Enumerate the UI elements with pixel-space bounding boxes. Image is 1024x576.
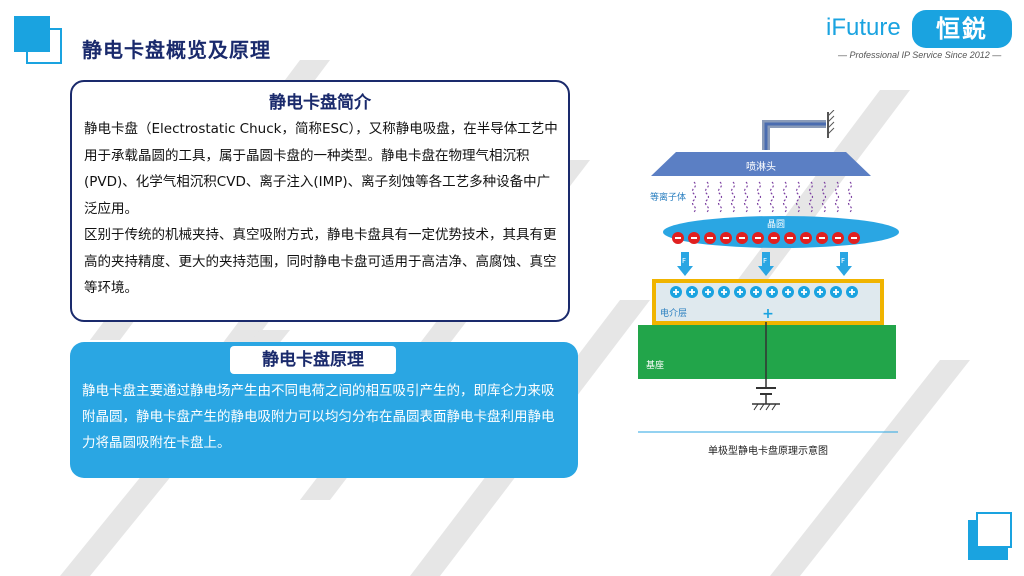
negative-charge bbox=[848, 232, 860, 244]
force-arrow bbox=[836, 252, 852, 276]
gas-inlet-pipe-inner bbox=[764, 122, 826, 150]
force-label: F bbox=[682, 257, 686, 265]
negative-charge bbox=[688, 232, 700, 244]
negative-charge bbox=[816, 232, 828, 244]
positive-charge bbox=[814, 286, 826, 298]
positive-charge bbox=[750, 286, 762, 298]
corner-decoration-outline bbox=[26, 28, 62, 64]
base-label: 基座 bbox=[646, 359, 664, 371]
plasma-line bbox=[795, 181, 801, 213]
force-arrows bbox=[677, 252, 852, 276]
principle-panel: 静电卡盘原理 静电卡盘主要通过静电场产生由不同电荷之间的相互吸引产生的，即库仑力… bbox=[70, 342, 578, 478]
plasma-line bbox=[769, 181, 775, 213]
principle-text: 静电卡盘主要通过静电场产生由不同电荷之间的相互吸引产生的，即库仑力来吸附晶圆，静… bbox=[82, 383, 555, 451]
positive-charge bbox=[734, 286, 746, 298]
negative-charge bbox=[768, 232, 780, 244]
force-arrow bbox=[677, 252, 693, 276]
plasma-line bbox=[691, 181, 697, 213]
intro-title: 静电卡盘简介 bbox=[269, 93, 371, 113]
logo-brand-cn: 恒鋭 bbox=[912, 10, 1012, 48]
company-logo: iFuture 恒鋭 — Professional IP Service Sin… bbox=[826, 10, 1016, 66]
diagram-caption: 单极型静电卡盘原理示意图 bbox=[708, 444, 828, 457]
negative-charge bbox=[800, 232, 812, 244]
wall-hatch bbox=[827, 110, 835, 135]
positive-charge bbox=[846, 286, 858, 298]
principle-title: 静电卡盘原理 bbox=[230, 346, 396, 374]
page-title: 静电卡盘概览及原理 bbox=[82, 38, 271, 62]
force-arrow bbox=[758, 252, 774, 276]
esc-diagram: 喷淋头 等离子体 晶圆 F F F 电介层 + 基座 单极型静电卡盘原理示意图 bbox=[638, 110, 899, 457]
negative-charge bbox=[672, 232, 684, 244]
plasma-line bbox=[730, 181, 736, 213]
showerhead bbox=[651, 152, 871, 176]
plasma-line bbox=[834, 181, 840, 213]
plasma-lines bbox=[691, 181, 853, 213]
force-label: F bbox=[763, 257, 767, 265]
corner-decoration-outline bbox=[976, 512, 1012, 548]
negative-charge bbox=[704, 232, 716, 244]
plasma-label: 等离子体 bbox=[650, 191, 686, 203]
negative-charge bbox=[784, 232, 796, 244]
intro-text: 静电卡盘（Electrostatic Chuck，简称ESC），又称静电吸盘，在… bbox=[84, 116, 558, 302]
plasma-line bbox=[821, 181, 827, 213]
logo-brand: iFuture bbox=[826, 14, 901, 41]
intro-paragraph: 静电卡盘（Electrostatic Chuck，简称ESC），又称静电吸盘，在… bbox=[84, 121, 558, 217]
corner-decoration bbox=[14, 16, 50, 52]
positive-charge bbox=[702, 286, 714, 298]
positive-charge bbox=[830, 286, 842, 298]
positive-charge bbox=[718, 286, 730, 298]
ground-hatch bbox=[753, 403, 777, 411]
electrode-plus: + bbox=[762, 306, 774, 322]
negative-charges bbox=[672, 232, 860, 244]
plasma-line bbox=[756, 181, 762, 213]
gas-inlet-pipe bbox=[762, 120, 826, 150]
positive-charge bbox=[798, 286, 810, 298]
positive-charge bbox=[670, 286, 682, 298]
dielectric-label: 电介层 bbox=[660, 307, 687, 319]
plasma-line bbox=[717, 181, 723, 213]
negative-charge bbox=[752, 232, 764, 244]
negative-charge bbox=[832, 232, 844, 244]
plasma-line bbox=[808, 181, 814, 213]
wafer-label: 晶圆 bbox=[767, 219, 785, 230]
positive-charge bbox=[686, 286, 698, 298]
plasma-line bbox=[782, 181, 788, 213]
intro-panel: 静电卡盘简介 静电卡盘（Electrostatic Chuck，简称ESC），又… bbox=[70, 80, 570, 322]
logo-tagline: — Professional IP Service Since 2012 — bbox=[838, 50, 1002, 60]
positive-charges bbox=[670, 286, 858, 298]
base bbox=[638, 325, 896, 379]
positive-charge bbox=[766, 286, 778, 298]
plasma-line bbox=[743, 181, 749, 213]
plasma-line bbox=[847, 181, 853, 213]
positive-charge bbox=[782, 286, 794, 298]
negative-charge bbox=[720, 232, 732, 244]
intro-paragraph: 区别于传统的机械夹持、真空吸附方式，静电卡盘具有一定优势技术，其具有更高的夹持精… bbox=[84, 227, 557, 296]
plasma-line bbox=[704, 181, 710, 213]
negative-charge bbox=[736, 232, 748, 244]
showerhead-label: 喷淋头 bbox=[746, 160, 776, 173]
force-label: F bbox=[841, 257, 845, 265]
